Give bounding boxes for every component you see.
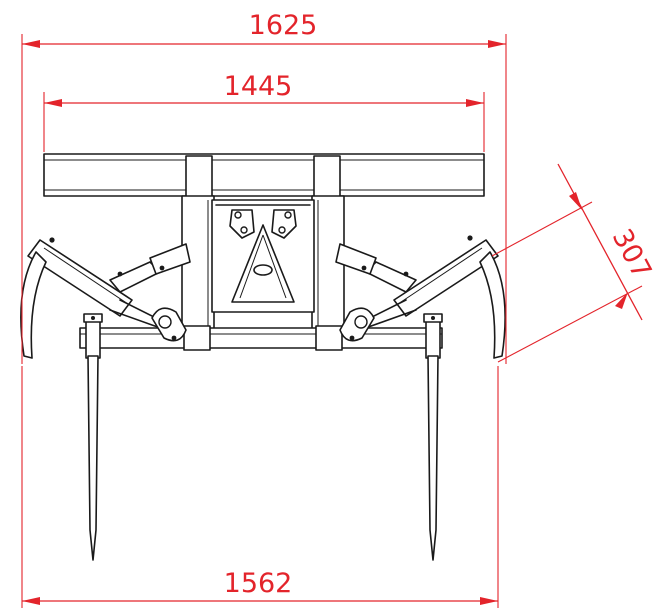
dimension-tine-spacing: 1562 (21, 366, 499, 608)
dimension-label-overall-width: 1625 (249, 10, 318, 41)
dimension-label-arm-depth: 307 (606, 224, 658, 284)
dimension-arm-depth: 307 (491, 163, 658, 363)
top-cross-beam (43, 153, 485, 197)
dimension-frame-width: 1445 (43, 71, 485, 152)
left-hydraulic-arm (27, 237, 191, 342)
dimension-annotations: 1625 1445 1562 307 (21, 10, 658, 608)
left-tine (83, 313, 103, 561)
grapple-assembly (20, 153, 506, 561)
right-hydraulic-arm (335, 235, 499, 342)
right-grapple-claw (479, 251, 506, 359)
dimension-overall-width: 1625 (21, 10, 507, 364)
dimension-label-frame-width: 1445 (224, 71, 293, 102)
left-upright-bracket (181, 155, 215, 347)
bottom-cross-bar (79, 325, 443, 351)
right-tine (423, 313, 443, 561)
left-grapple-claw (20, 251, 47, 359)
dimension-label-tine-spacing: 1562 (224, 568, 293, 599)
center-mounting-plate (211, 199, 315, 313)
